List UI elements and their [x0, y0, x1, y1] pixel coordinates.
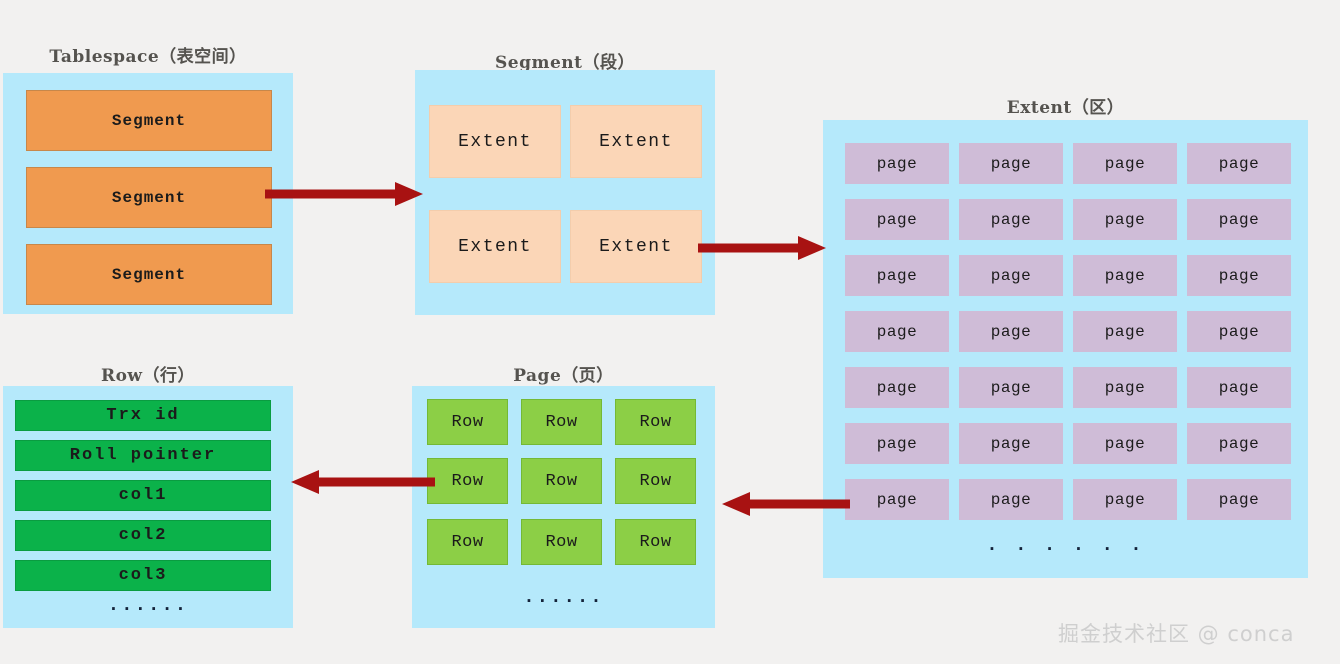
- extent-page-item[interactable]: page: [1073, 199, 1177, 240]
- row-field-item[interactable]: col1: [15, 480, 271, 511]
- tablespace-title: Tablespace（表空间）: [49, 47, 247, 67]
- arrow-extent-to-page: [722, 492, 850, 516]
- tablespace-panel: Segment Segment Segment: [3, 73, 293, 314]
- extent-page-item[interactable]: page: [1187, 311, 1291, 352]
- page-row-item[interactable]: Row: [615, 399, 696, 445]
- row-field-item[interactable]: col2: [15, 520, 271, 551]
- extent-page-item[interactable]: page: [1187, 199, 1291, 240]
- extent-page-item[interactable]: page: [959, 311, 1063, 352]
- row-field-item[interactable]: Trx id: [15, 400, 271, 431]
- extent-page-item[interactable]: page: [1187, 255, 1291, 296]
- extent-page-item[interactable]: page: [1073, 367, 1177, 408]
- extent-page-item[interactable]: page: [959, 143, 1063, 184]
- extent-page-item[interactable]: page: [1187, 143, 1291, 184]
- extent-page-item[interactable]: page: [845, 311, 949, 352]
- page-row-item[interactable]: Row: [521, 399, 602, 445]
- extent-page-item[interactable]: page: [1187, 423, 1291, 464]
- extent-page-item[interactable]: page: [959, 423, 1063, 464]
- extent-page-item[interactable]: page: [845, 199, 949, 240]
- page-ellipsis: ······: [523, 590, 604, 612]
- page-row-item[interactable]: Row: [427, 399, 508, 445]
- extent-page-item[interactable]: page: [1187, 367, 1291, 408]
- page-row-item[interactable]: Row: [615, 519, 696, 565]
- page-row-item[interactable]: Row: [427, 458, 508, 504]
- extent-page-item[interactable]: page: [1073, 479, 1177, 520]
- extent-page-item[interactable]: page: [845, 143, 949, 184]
- extent-page-item[interactable]: page: [959, 255, 1063, 296]
- extent-page-item[interactable]: page: [959, 199, 1063, 240]
- page-row-item[interactable]: Row: [521, 458, 602, 504]
- segment-extent-item[interactable]: Extent: [429, 210, 561, 283]
- extent-page-item[interactable]: page: [1073, 311, 1177, 352]
- extent-page-item[interactable]: page: [1073, 143, 1177, 184]
- extent-page-item[interactable]: page: [845, 367, 949, 408]
- extent-page-item[interactable]: page: [845, 255, 949, 296]
- segment-title: Segment（段）: [495, 53, 635, 73]
- extent-page-item[interactable]: page: [1187, 479, 1291, 520]
- page-row-item[interactable]: Row: [615, 458, 696, 504]
- extent-page-item[interactable]: page: [845, 479, 949, 520]
- extent-page-item[interactable]: page: [959, 367, 1063, 408]
- arrow-page-to-row: [291, 470, 435, 494]
- row-field-item[interactable]: Roll pointer: [15, 440, 271, 471]
- row-field-item[interactable]: col3: [15, 560, 271, 591]
- row-title: Row（行）: [100, 366, 196, 386]
- tablespace-segment-item[interactable]: Segment: [26, 90, 272, 151]
- extent-page-item[interactable]: page: [1073, 255, 1177, 296]
- segment-extent-item[interactable]: Extent: [570, 105, 702, 178]
- row-panel: Trx id Roll pointer col1 col2 col3 ·····…: [3, 386, 293, 628]
- page-row-item[interactable]: Row: [521, 519, 602, 565]
- row-ellipsis: ······: [107, 598, 189, 620]
- tablespace-segment-item[interactable]: Segment: [26, 244, 272, 305]
- arrow-tablespace-to-segment: [265, 182, 423, 206]
- extent-title: Extent（区）: [1006, 98, 1125, 118]
- extent-page-item[interactable]: page: [845, 423, 949, 464]
- extent-page-item[interactable]: page: [959, 479, 1063, 520]
- page-panel: Row Row Row Row Row Row Row Row Row ····…: [412, 386, 715, 628]
- page-row-item[interactable]: Row: [427, 519, 508, 565]
- extent-page-item[interactable]: page: [1073, 423, 1177, 464]
- tablespace-segment-item[interactable]: Segment: [26, 167, 272, 228]
- page-title: Page（页）: [513, 366, 614, 386]
- watermark: 掘金技术社区 @ conca: [1058, 622, 1295, 646]
- extent-panel: page page page page page page page page …: [823, 120, 1308, 578]
- segment-panel: Extent Extent Extent Extent: [415, 70, 715, 315]
- segment-extent-item[interactable]: Extent: [570, 210, 702, 283]
- arrow-segment-to-extent: [698, 236, 826, 260]
- extent-ellipsis: · · · · · ·: [986, 538, 1145, 560]
- segment-extent-item[interactable]: Extent: [429, 105, 561, 178]
